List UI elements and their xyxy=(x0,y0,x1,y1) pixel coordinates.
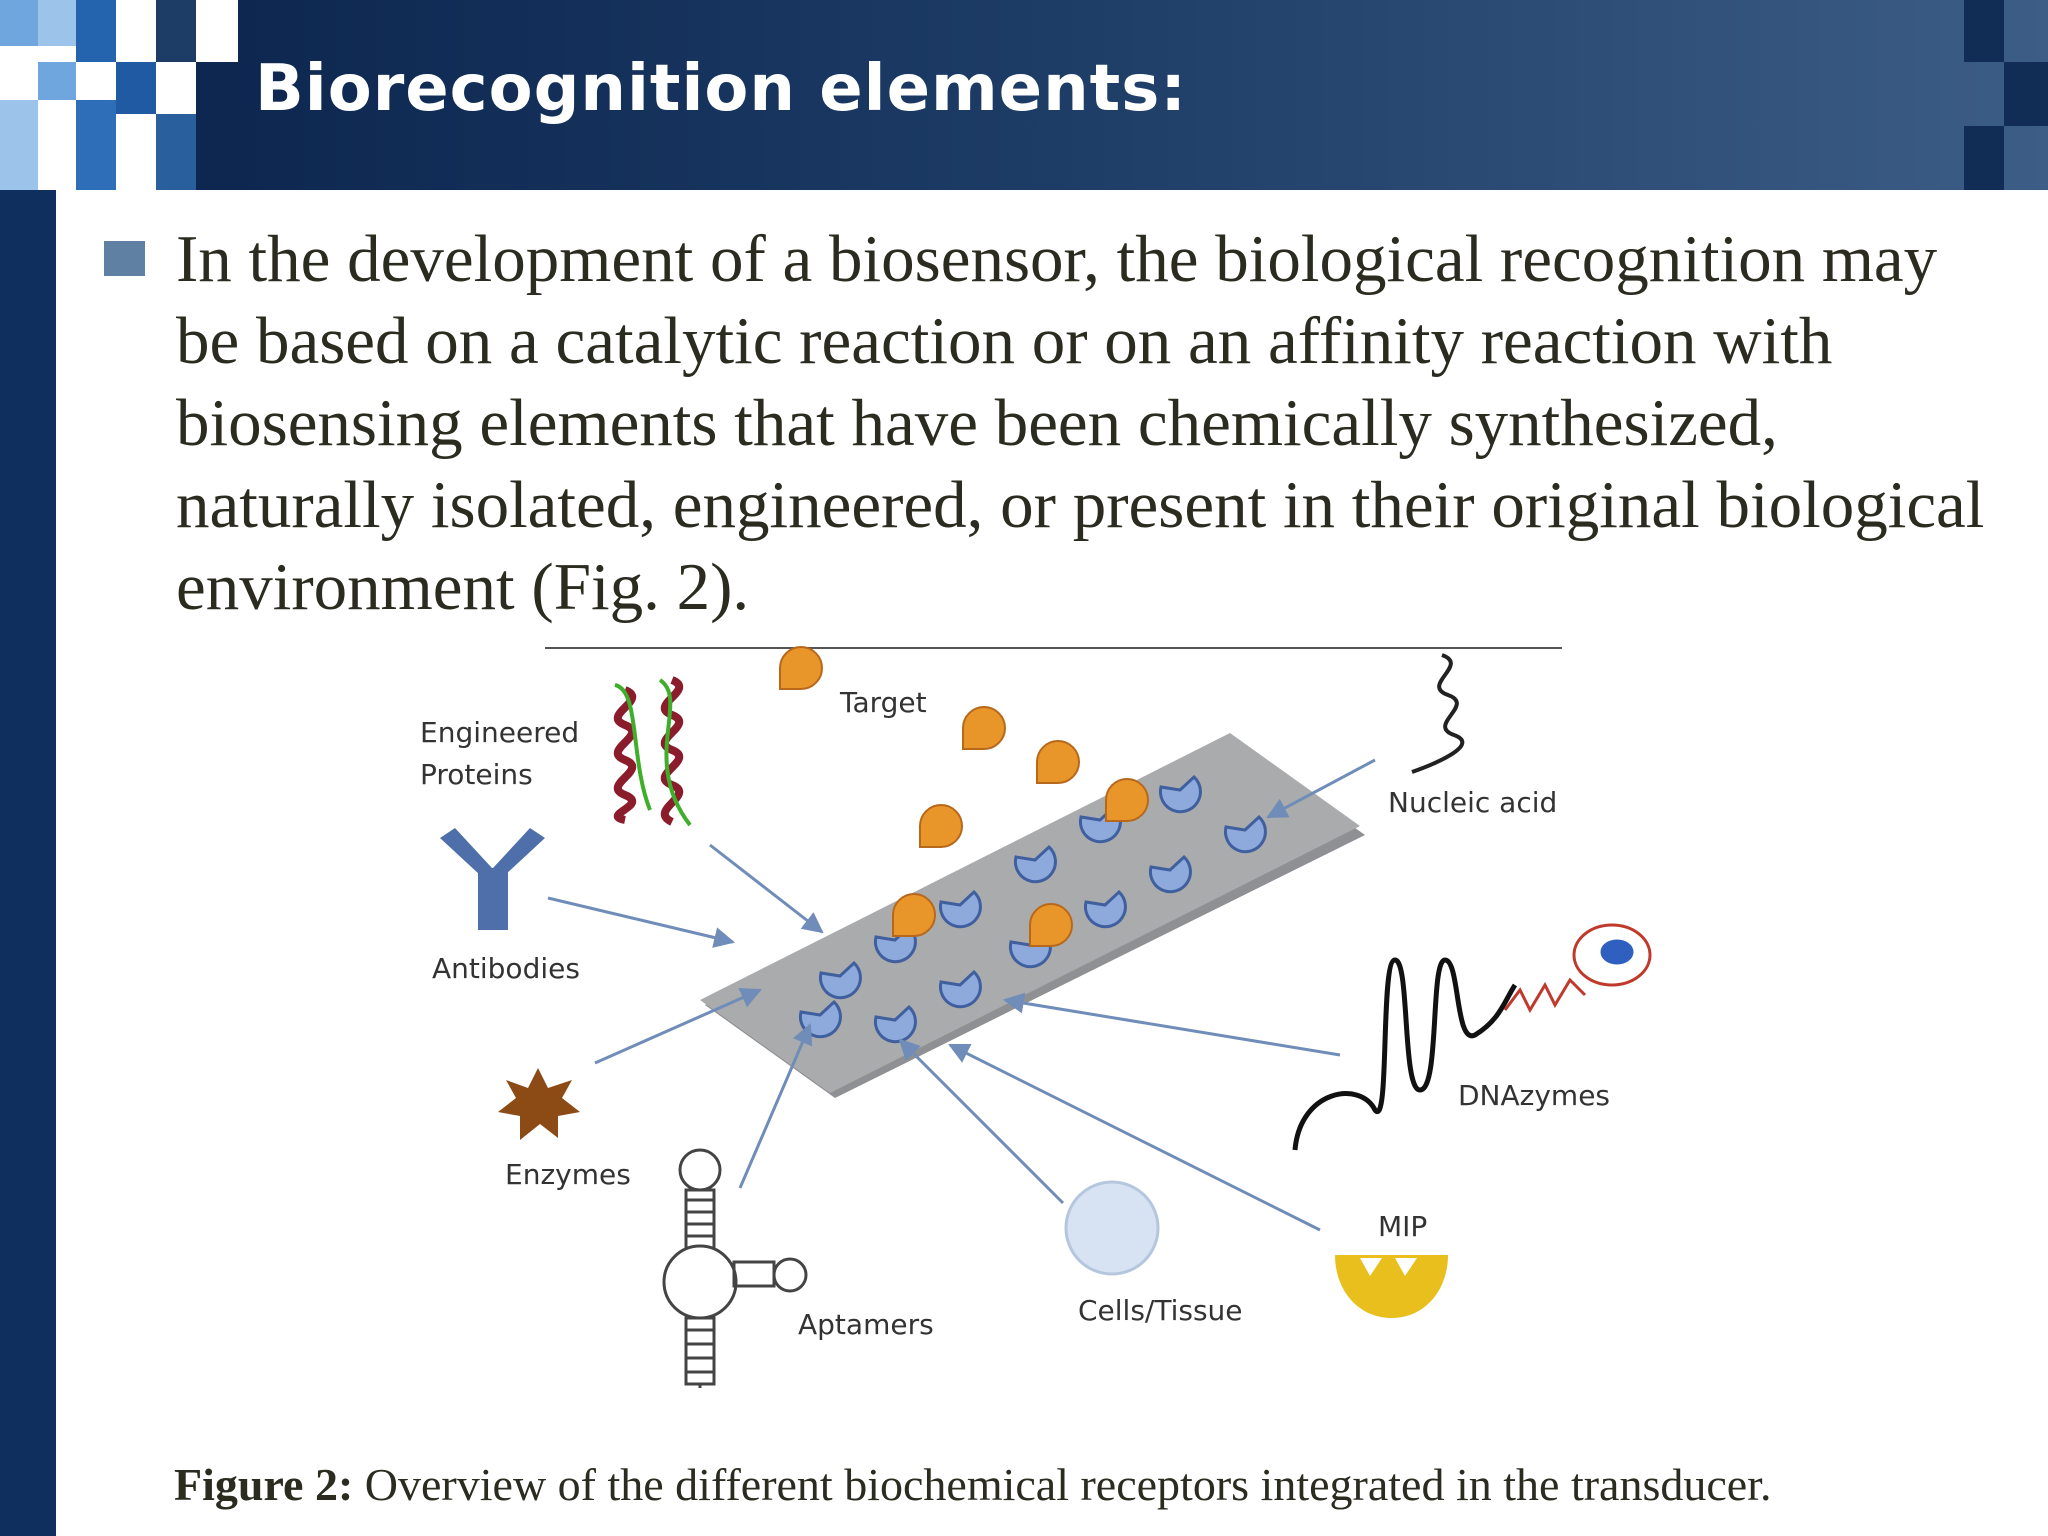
deco-square xyxy=(116,62,156,114)
slide-title: Biorecognition elements: xyxy=(255,52,1187,126)
label-aptamers: Aptamers xyxy=(798,1308,934,1341)
bullet-paragraph: In the development of a biosensor, the b… xyxy=(176,218,2036,628)
label-proteins: Proteins xyxy=(420,758,533,791)
left-accent-bar xyxy=(0,190,56,1536)
target-icon xyxy=(919,804,963,848)
header-decoration xyxy=(0,0,238,190)
header-right-block xyxy=(2004,62,2048,126)
receptor-icon xyxy=(1148,854,1192,894)
arrows xyxy=(547,758,1376,1232)
label-nucleic-acid: Nucleic acid xyxy=(1388,786,1557,819)
deco-square xyxy=(0,100,38,190)
target-icon xyxy=(1105,778,1149,822)
figure-caption: Figure 2: Overview of the different bioc… xyxy=(174,1458,1771,1511)
receptor-icon xyxy=(1158,774,1202,814)
caption-text: Overview of the different biochemical re… xyxy=(353,1459,1772,1510)
target-molecules xyxy=(779,646,1149,947)
arrow xyxy=(948,1043,1321,1232)
receptor-icon xyxy=(938,969,982,1009)
nucleic-acid-icon xyxy=(1411,653,1465,774)
label-antibodies: Antibodies xyxy=(432,952,580,985)
deco-square xyxy=(196,62,238,190)
receptor-icon xyxy=(1083,889,1127,929)
deco-square xyxy=(0,0,38,46)
paragraph-line: be based on a catalytic reaction or on a… xyxy=(176,304,1833,378)
paragraph-line: biosensing elements that have been chemi… xyxy=(176,386,1778,460)
receptor-array xyxy=(798,774,1267,1044)
receptor-icon xyxy=(1223,814,1267,854)
label-engineered: Engineered xyxy=(420,716,579,749)
deco-square xyxy=(156,114,196,190)
enzyme-icon xyxy=(498,1068,580,1140)
arrow xyxy=(1266,758,1376,819)
paragraph-line: naturally isolated, engineered, or prese… xyxy=(176,468,1985,542)
caption-label: Figure 2: xyxy=(174,1459,354,1510)
arrow xyxy=(898,1038,1065,1205)
biorecognition-diagram: Engineered Proteins Target Nucleic acid … xyxy=(420,646,1652,1388)
dnazyme-icon xyxy=(1292,923,1652,1151)
deco-square xyxy=(38,62,76,100)
label-cells-tissue: Cells/Tissue xyxy=(1078,1294,1243,1327)
deco-square xyxy=(76,0,116,62)
label-mip: MIP xyxy=(1378,1210,1427,1243)
arrow xyxy=(709,843,824,934)
deco-square xyxy=(76,100,116,190)
receptor-icon xyxy=(938,889,982,929)
target-icon xyxy=(892,893,936,937)
arrow xyxy=(594,988,762,1065)
target-icon xyxy=(1029,903,1073,947)
engineered-protein-icon xyxy=(613,676,692,827)
bullet-square-icon xyxy=(104,241,145,276)
receptor-icon xyxy=(818,960,862,1000)
target-icon xyxy=(779,646,823,690)
arrow xyxy=(1002,992,1341,1057)
receptor-icon xyxy=(1013,844,1057,884)
aptamer-icon xyxy=(662,1148,808,1388)
arrow xyxy=(547,896,736,948)
antibody-icon xyxy=(440,828,545,930)
deco-square xyxy=(38,0,76,46)
label-target: Target xyxy=(839,686,927,719)
title-bar xyxy=(238,0,2048,190)
cell-tissue-icon xyxy=(1064,1180,1160,1276)
label-enzymes: Enzymes xyxy=(505,1158,631,1191)
arrow xyxy=(738,1023,813,1189)
header-right-block xyxy=(1964,0,2004,62)
target-icon xyxy=(962,706,1006,750)
label-dnazymes: DNAzymes xyxy=(1458,1079,1610,1112)
header-right-block xyxy=(1964,126,2004,190)
target-icon xyxy=(1036,740,1080,784)
paragraph-line: In the development of a biosensor, the b… xyxy=(176,222,1938,296)
mip-icon xyxy=(1335,1255,1448,1318)
deco-square xyxy=(156,0,196,62)
paragraph-line: environment (Fig. 2). xyxy=(176,550,750,624)
